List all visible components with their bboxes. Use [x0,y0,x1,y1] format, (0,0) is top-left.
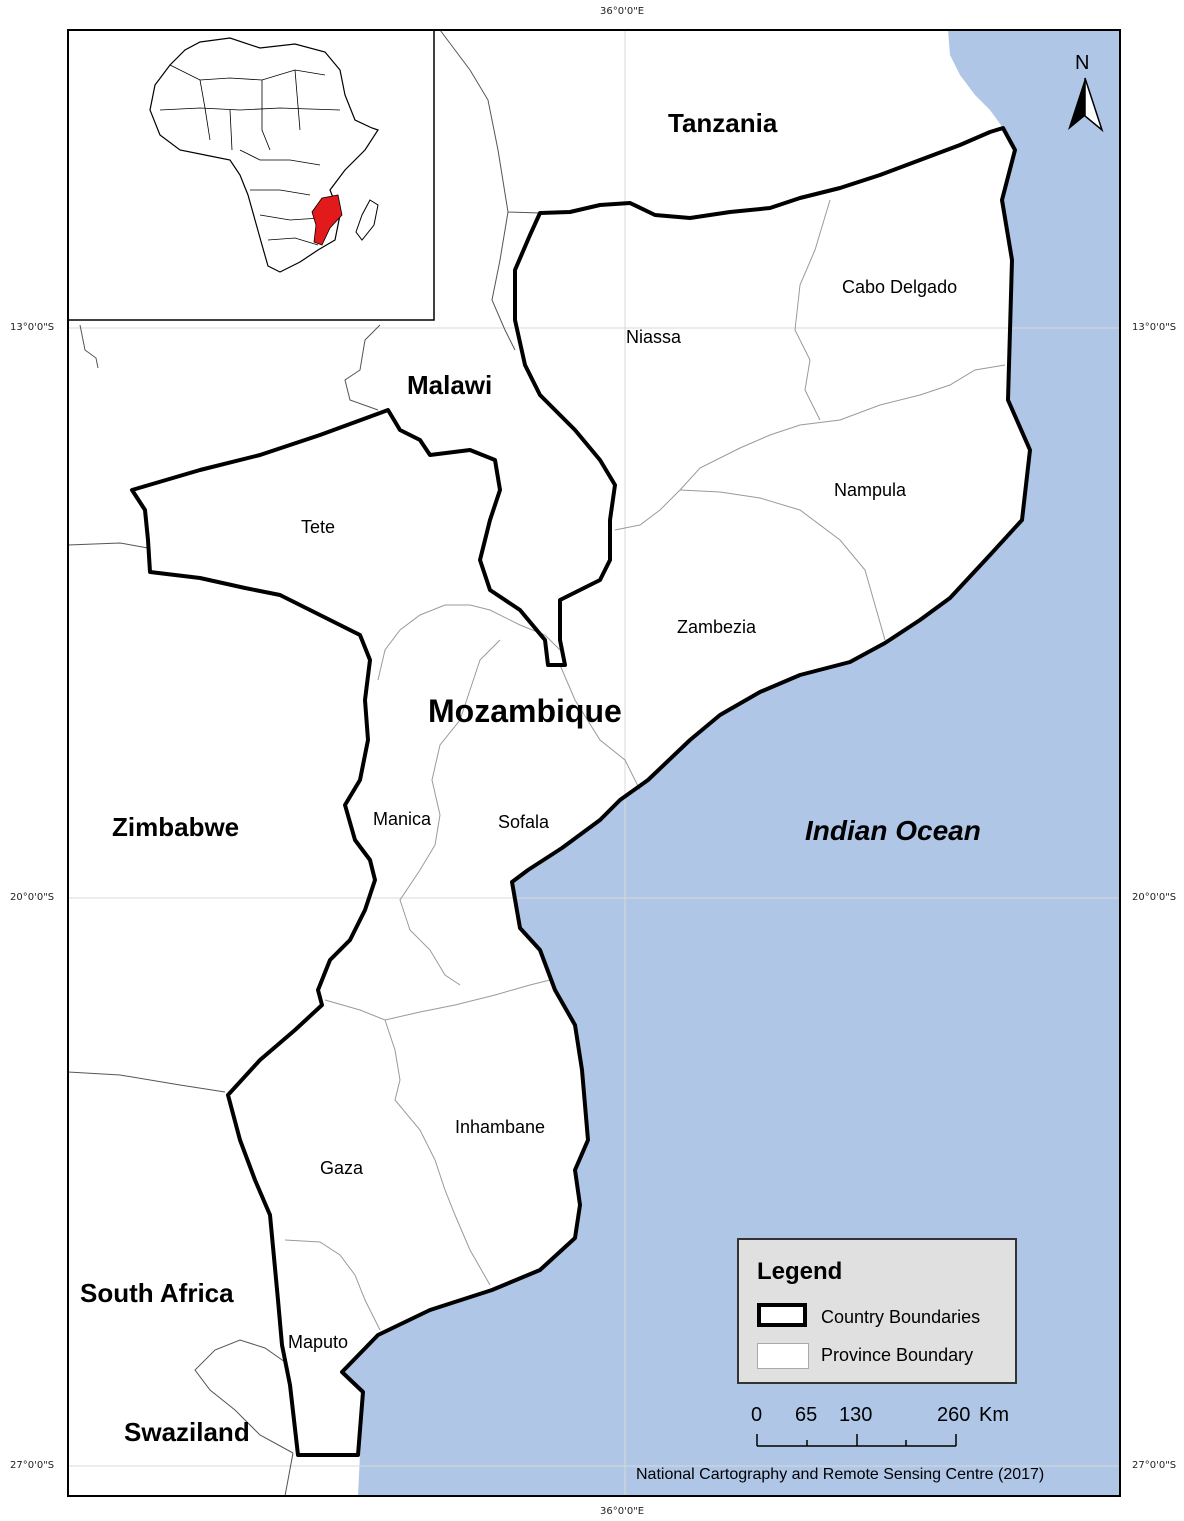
legend-title: Legend [757,1258,843,1285]
label-manica: Manica [373,809,432,829]
manica-sofala-boundary [399,639,501,986]
label-sofala: Sofala [498,812,550,832]
scale-label-65: 65 [795,1404,818,1426]
label-zambezia: Zambezia [677,617,757,637]
map-credit: National Cartography and Remote Sensing … [636,1466,1045,1483]
niassa-cabo-delgado-boundary [794,199,831,421]
malawi-lake-line [491,211,516,351]
label-tanzania: Tanzania [668,108,778,138]
label-swaziland: Swaziland [124,1417,250,1447]
coord-lat-27-left: 27°0'0"S [10,1460,55,1471]
north-label: N [1075,52,1090,74]
madagascar-outline [355,199,379,241]
label-malawi: Malawi [407,370,493,400]
label-maputo: Maputo [288,1332,349,1352]
neighbour-borders [67,29,541,1497]
sofala-zambezia-boundary [559,664,641,791]
coord-lat-20-right: 20°0'0"S [1132,892,1177,903]
legend-country-swatch [757,1303,807,1327]
coord-lat-13-right: 13°0'0"S [1132,322,1177,333]
legend-province-swatch [757,1343,809,1369]
coord-lat-27-right: 27°0'0"S [1132,1460,1177,1471]
gaza-inhambane-boundary [384,1019,491,1286]
label-niassa: Niassa [626,327,682,347]
swaziland-border-line [194,1339,294,1454]
graticule [68,30,1120,1496]
nampula-zambezia-boundary [679,489,886,641]
tanzania-border-line [439,29,541,214]
malawi-west-border [344,324,381,411]
coord-lat-20-left: 20°0'0"S [10,892,55,903]
zambia-corner-border [79,324,99,369]
africa-inset [149,37,379,273]
indian-ocean-area [342,30,1120,1496]
tete-zambezia-manica-boundary [377,604,561,681]
gaza-maputo-boundary [284,1239,381,1331]
scale-unit: Km [979,1404,1009,1426]
label-nampula: Nampula [834,480,907,500]
label-south-africa: South Africa [80,1278,234,1308]
label-tete: Tete [301,517,336,537]
province-boundaries [284,199,1006,1331]
south-africa-zimbabwe-border [67,1071,226,1093]
label-inhambane: Inhambane [455,1117,546,1137]
mozambique-country-boundary [130,126,1032,1457]
scale-bar [756,1434,957,1447]
scale-label-130: 130 [839,1404,873,1426]
map-frame-border [67,29,1121,1497]
label-indian-ocean: Indian Ocean [805,815,981,846]
africa-internal-borders [159,64,341,246]
coord-bottom-lon: 36°0'0"E [600,1506,645,1517]
label-mozambique: Mozambique [428,693,622,729]
zambia-zimbabwe-border [67,542,149,549]
niassa-nampula-boundary [614,364,1006,531]
swaziland-south-line [284,1452,294,1497]
label-zimbabwe: Zimbabwe [112,812,240,842]
scale-label-0: 0 [751,1404,763,1426]
coord-lat-13-left: 13°0'0"S [10,322,55,333]
north-arrow-icon [1068,77,1104,133]
label-gaza: Gaza [320,1158,364,1178]
label-cabo-delgado: Cabo Delgado [842,277,958,297]
scale-label-260: 260 [937,1404,971,1426]
legend-province-label: Province Boundary [821,1345,974,1365]
coord-top-lon: 36°0'0"E [600,6,645,17]
legend-box: Legend Country Boundaries Province Bound… [737,1238,1017,1384]
legend-country-label: Country Boundaries [821,1307,981,1327]
gaza-sofala-manica-boundary [324,979,551,1021]
mozambique-highlight [311,194,343,246]
